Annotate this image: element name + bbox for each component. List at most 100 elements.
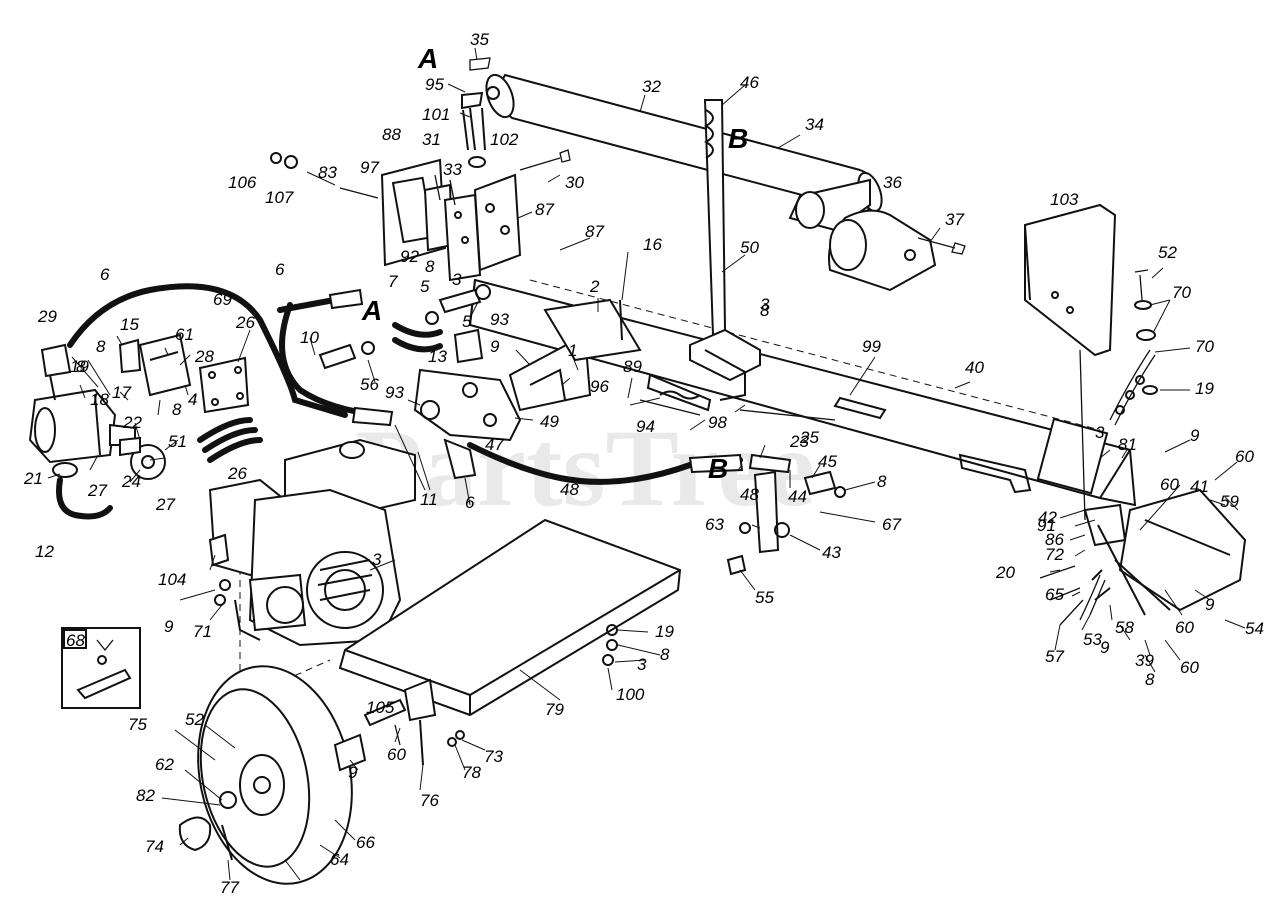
callout-99: 99 xyxy=(862,337,881,356)
callout-60: 60 xyxy=(1235,447,1254,466)
inset-68: 68 xyxy=(61,627,141,709)
callout-64: 64 xyxy=(330,850,349,869)
callout-44: 44 xyxy=(788,487,807,506)
callout-47: 47 xyxy=(485,435,504,454)
callout-83: 83 xyxy=(318,163,337,182)
callout-55: 55 xyxy=(755,588,774,607)
callout-93: 93 xyxy=(385,383,404,402)
callout-101: 101 xyxy=(422,105,450,124)
engine xyxy=(208,438,416,647)
callout-27: 27 xyxy=(87,481,107,500)
callout-72: 72 xyxy=(1045,545,1064,564)
callout-96: 96 xyxy=(590,377,609,396)
cylinder-end-cap xyxy=(828,209,937,292)
callout-24: 24 xyxy=(121,472,141,491)
callout-32: 32 xyxy=(642,77,661,96)
callout-107: 107 xyxy=(265,188,294,207)
callout-8: 8 xyxy=(760,301,770,320)
callout-3: 3 xyxy=(452,270,462,289)
callout-4: 4 xyxy=(188,390,197,409)
inset-label: 68 xyxy=(66,631,85,650)
callout-23: 23 xyxy=(789,432,809,451)
callout-88: 88 xyxy=(382,125,401,144)
callout-39: 39 xyxy=(1135,651,1154,670)
callout-17: 17 xyxy=(112,383,131,402)
callout-45: 45 xyxy=(818,452,837,471)
callout-63: 63 xyxy=(705,515,724,534)
callout-56: 56 xyxy=(360,375,379,394)
callout-5: 5 xyxy=(420,277,430,296)
callout-8: 8 xyxy=(425,257,435,276)
callout-19: 19 xyxy=(655,622,674,641)
callout-51: 51 xyxy=(168,432,187,451)
callout-61: 61 xyxy=(175,325,194,344)
callout-35: 35 xyxy=(470,30,489,49)
callout-41: 41 xyxy=(1190,477,1209,496)
callout-40: 40 xyxy=(965,358,984,377)
callout-65: 65 xyxy=(1045,585,1064,604)
hose-suction xyxy=(56,477,113,520)
callout-60: 60 xyxy=(1175,618,1194,637)
callout-8: 8 xyxy=(76,357,86,376)
callout-70: 70 xyxy=(1195,337,1214,356)
ref-marker-b-hose: B xyxy=(708,453,728,484)
leader-lines xyxy=(47,47,1246,881)
callout-21: 21 xyxy=(23,469,43,488)
callout-73: 73 xyxy=(484,747,503,766)
ref-marker-a-hose: A xyxy=(361,295,382,326)
callout-8: 8 xyxy=(172,400,182,419)
callout-69: 69 xyxy=(213,290,232,309)
callout-98: 98 xyxy=(708,413,727,432)
callout-9: 9 xyxy=(164,617,174,636)
callout-15: 15 xyxy=(120,315,139,334)
callout-19: 19 xyxy=(1195,379,1214,398)
callout-97: 97 xyxy=(360,158,379,177)
cylinder xyxy=(485,73,883,232)
callout-87: 87 xyxy=(585,222,604,241)
callout-82: 82 xyxy=(136,786,155,805)
callout-10: 10 xyxy=(300,328,319,347)
callout-34: 34 xyxy=(805,115,824,134)
callout-52: 52 xyxy=(1158,243,1177,262)
callout-3: 3 xyxy=(760,295,770,314)
callout-71: 71 xyxy=(193,622,212,641)
callout-104: 104 xyxy=(158,570,186,589)
callout-1: 1 xyxy=(568,341,577,360)
callout-54: 54 xyxy=(1245,619,1264,638)
callout-18: 18 xyxy=(90,390,109,409)
callout-95: 95 xyxy=(425,75,444,94)
callout-37: 37 xyxy=(945,210,964,229)
ref-marker-a-top: A xyxy=(417,43,438,74)
callout-8: 8 xyxy=(660,645,670,664)
callout-48: 48 xyxy=(560,480,579,499)
callout-60: 60 xyxy=(387,745,406,764)
callout-11: 11 xyxy=(420,490,438,509)
callout-26: 26 xyxy=(235,313,255,332)
callout-60: 60 xyxy=(1180,658,1199,677)
callout-67: 67 xyxy=(882,515,901,534)
callout-16: 16 xyxy=(643,235,662,254)
callout-102: 102 xyxy=(490,130,519,149)
callout-75: 75 xyxy=(128,715,147,734)
callout-7: 7 xyxy=(388,272,398,291)
callout-12: 12 xyxy=(35,542,54,561)
valve-mount-plates xyxy=(380,158,522,282)
callout-42: 42 xyxy=(1038,508,1057,527)
callout-2: 2 xyxy=(589,277,600,296)
callout-6: 6 xyxy=(100,265,110,284)
hose-return xyxy=(467,442,743,485)
callout-19: 19 xyxy=(70,357,89,376)
hose-coil xyxy=(197,417,263,463)
callout-33: 33 xyxy=(443,160,462,179)
callout-20: 20 xyxy=(995,563,1015,582)
callout-50: 50 xyxy=(740,238,759,257)
callout-105: 105 xyxy=(366,698,395,717)
callout-5: 5 xyxy=(462,312,472,331)
ref-marker-b-lever: B xyxy=(728,123,748,154)
callout-66: 66 xyxy=(356,833,375,852)
callout-6: 6 xyxy=(275,260,285,279)
control-valve xyxy=(413,328,522,480)
callout-58: 58 xyxy=(1115,618,1134,637)
